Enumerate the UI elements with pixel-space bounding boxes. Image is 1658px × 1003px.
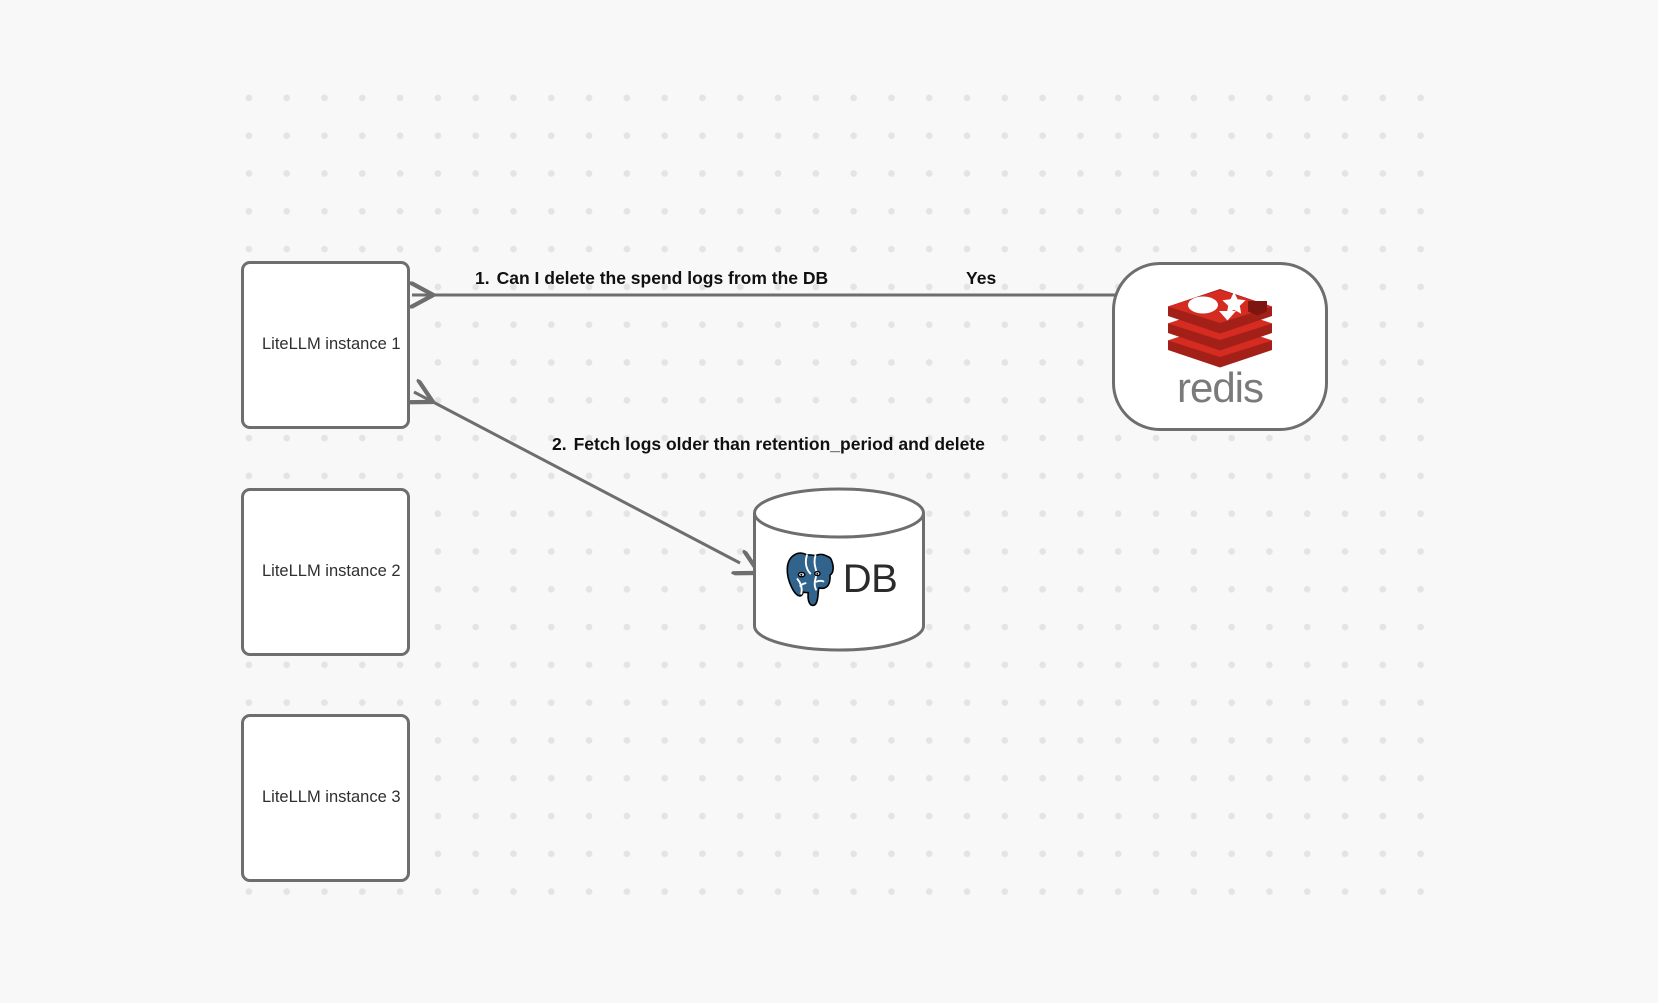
- node-database[interactable]: DB: [752, 487, 926, 652]
- edge-label-step-2-number: 2.: [552, 434, 567, 454]
- node-litellm-instance-3-label: LiteLLM instance 3: [262, 788, 401, 807]
- database-logo-row: DB: [752, 543, 926, 615]
- node-litellm-instance-2[interactable]: LiteLLM instance 2: [241, 488, 410, 656]
- redis-logo-icon: [1168, 288, 1272, 367]
- redis-wordmark-text: redis: [1177, 366, 1264, 411]
- edge-line-step-2: [414, 392, 740, 563]
- node-redis[interactable]: redis: [1112, 262, 1328, 431]
- database-label: DB: [842, 557, 898, 601]
- node-litellm-instance-1[interactable]: LiteLLM instance 1: [241, 261, 410, 429]
- edge-label-step-1-number: 1.: [475, 268, 490, 288]
- node-litellm-instance-3[interactable]: LiteLLM instance 3: [241, 714, 410, 882]
- cylinder-shape-icon: [753, 487, 925, 652]
- node-litellm-instance-1-label: LiteLLM instance 1: [262, 335, 401, 354]
- edge-label-step-2: 2. Fetch logs older than retention_period…: [552, 434, 985, 455]
- postgresql-elephant-icon: [784, 550, 836, 609]
- edge-label-step-2-text: Fetch logs older than retention_period a…: [573, 434, 985, 454]
- edge-label-response-yes: Yes: [966, 268, 997, 288]
- svg-text:redis: redis: [1177, 366, 1263, 411]
- node-litellm-instance-2-label: LiteLLM instance 2: [262, 562, 401, 581]
- edge-label-step-1: 1. Can I delete the spend logs from the D…: [475, 268, 828, 289]
- edge-label-step-1-text: Can I delete the spend logs from the DB: [496, 268, 829, 288]
